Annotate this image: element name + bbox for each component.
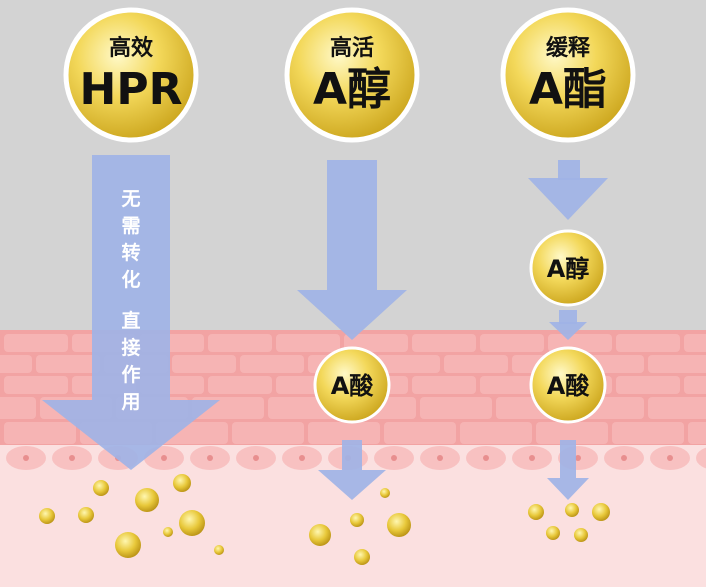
basal-cell-nucleus xyxy=(621,455,627,461)
skin-cell xyxy=(4,422,76,444)
skin-cell xyxy=(232,422,304,444)
skin-cell xyxy=(480,334,544,352)
badge-ester-main: A酯 xyxy=(529,64,607,115)
small-badge-label: A醇 xyxy=(547,255,590,283)
badge-hpr-top: 高效 xyxy=(109,35,153,61)
basal-cell-nucleus xyxy=(253,455,259,461)
skin-cell xyxy=(4,334,68,352)
small-badge-ester-acid: A酸 xyxy=(529,346,607,424)
badge-ester-top: 缓释 xyxy=(546,35,591,61)
skin-cell xyxy=(460,422,532,444)
retinol-dots xyxy=(309,488,411,565)
small-badge-label: A酸 xyxy=(547,372,591,400)
hpr-text-char: 无 xyxy=(121,188,140,210)
basal-cell-nucleus xyxy=(483,455,489,461)
basal-cell-nucleus xyxy=(299,455,305,461)
hpr-text-char: 接 xyxy=(121,337,140,359)
hpr-text-char: 用 xyxy=(121,391,140,413)
skin-cell xyxy=(240,355,304,373)
hpr-dots xyxy=(39,474,224,558)
basal-cell-nucleus xyxy=(529,455,535,461)
badge-hpr-main: HPR xyxy=(80,64,183,115)
badge-retinol-top: 高活 xyxy=(330,35,374,61)
basal-cell-nucleus xyxy=(23,455,29,461)
small-badge-ester-retinol: A醇 xyxy=(529,229,607,307)
hpr-text-char: 转 xyxy=(121,241,140,264)
skin-cell xyxy=(612,422,684,444)
hpr-text-char: 需 xyxy=(121,215,140,237)
skin-cell xyxy=(4,376,68,394)
skin-cell xyxy=(688,422,706,444)
basal-cell-nucleus xyxy=(437,455,443,461)
basal-cell-nucleus xyxy=(161,455,167,461)
skin-cell xyxy=(420,397,492,419)
skin-cell xyxy=(616,334,680,352)
ester-arrow-3 xyxy=(547,440,589,500)
small-badge-retinol-acid: A酸 xyxy=(313,346,391,424)
skin-cell xyxy=(376,355,440,373)
skin-cell xyxy=(412,376,476,394)
skin-cell xyxy=(172,355,236,373)
basal-cell-nucleus xyxy=(69,455,75,461)
hpr-text-char: 直 xyxy=(121,309,140,332)
skin-cell xyxy=(276,334,340,352)
basal-cell xyxy=(696,447,706,469)
retinol-arrow xyxy=(297,160,407,340)
ester-dots xyxy=(528,503,610,542)
hpr-arrow xyxy=(42,155,220,470)
skin-cell xyxy=(208,376,272,394)
badge-ester: 缓释 A酯 xyxy=(500,7,636,143)
basal-cell-nucleus xyxy=(575,455,581,461)
skin-cell xyxy=(648,397,706,419)
skin-cell xyxy=(412,334,476,352)
badge-hpr: 高效 HPR xyxy=(63,7,199,143)
skin-cell xyxy=(0,397,36,419)
ester-arrow-1 xyxy=(528,160,608,220)
skin-cell xyxy=(208,334,272,352)
skin-cell xyxy=(684,376,706,394)
skin-cell xyxy=(36,355,100,373)
badge-retinol: 高活 A醇 xyxy=(284,7,420,143)
small-badge-label: A酸 xyxy=(331,372,375,400)
hpr-text-char: 作 xyxy=(121,363,140,386)
basal-cell-nucleus xyxy=(667,455,673,461)
skin-cell xyxy=(536,422,608,444)
hpr-arrow-text: 无 需 转 化 直 接 作 用 xyxy=(121,188,140,413)
skin-cell xyxy=(308,422,380,444)
skin-cell xyxy=(684,334,706,352)
retinol-acid-arrow xyxy=(318,440,386,500)
hpr-text-char: 化 xyxy=(121,268,140,291)
skin-cell xyxy=(648,355,706,373)
skin-cell xyxy=(616,376,680,394)
badge-retinol-main: A醇 xyxy=(313,64,391,115)
skin-cell xyxy=(384,422,456,444)
skin-cell xyxy=(0,355,32,373)
ester-arrow-2 xyxy=(549,310,587,340)
skin-cell xyxy=(444,355,508,373)
skin-cell xyxy=(480,376,544,394)
basal-cell-nucleus xyxy=(207,455,213,461)
basal-cell-nucleus xyxy=(391,455,397,461)
